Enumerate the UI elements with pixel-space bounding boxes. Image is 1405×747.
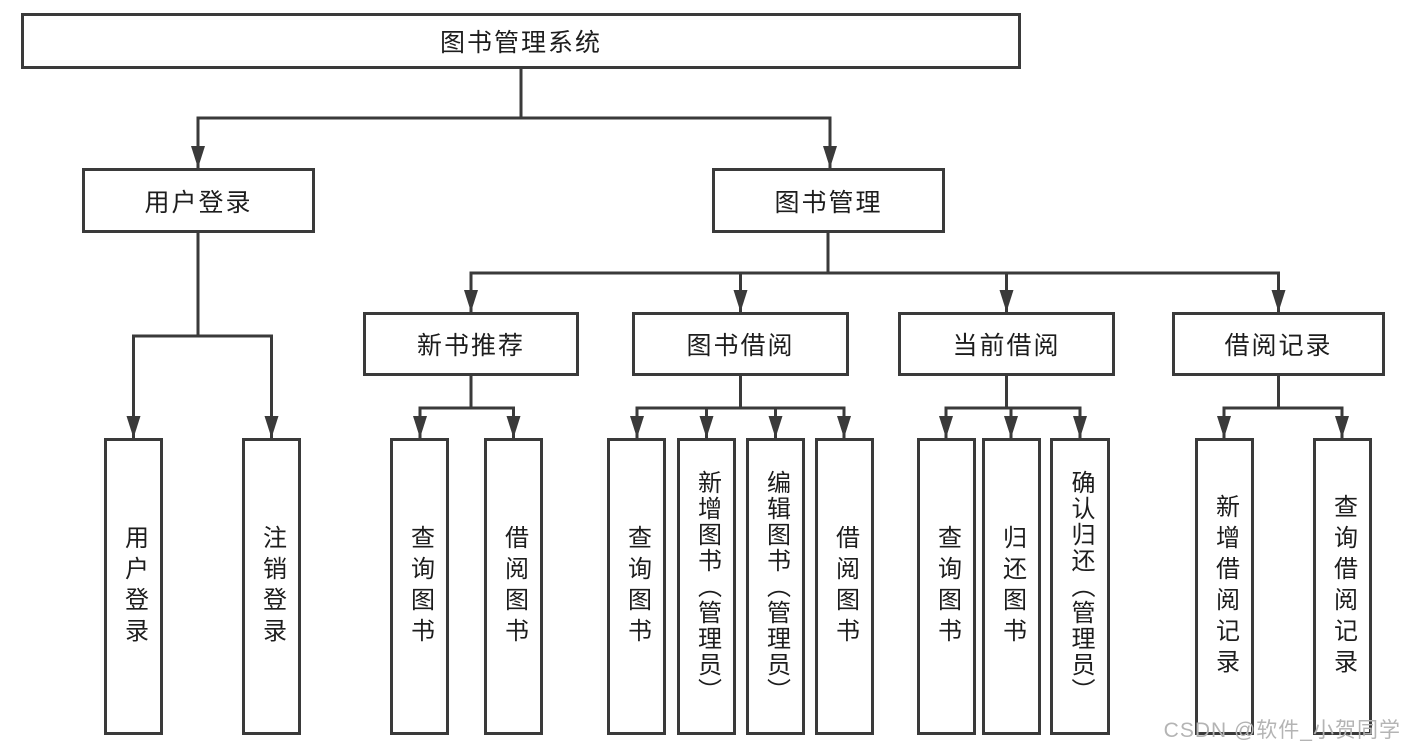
node-user-login: 用户登录: [82, 168, 315, 233]
leaf-label: 查询图书: [406, 524, 434, 649]
arrow-down-icon: [699, 416, 714, 438]
leaf-label: 查询借阅记录: [1329, 493, 1357, 680]
arrow-down-icon: [1217, 416, 1231, 438]
arrow-down-icon: [630, 416, 644, 438]
arrow-down-icon: [823, 146, 837, 168]
leaf-borrow-edit-book-admin: 编辑图书（管理员）: [746, 438, 805, 735]
leaf-borrow-query-book: 查询图书: [607, 438, 666, 735]
arrow-down-icon: [506, 416, 521, 438]
node-new-book-recommend: 新书推荐: [363, 312, 579, 376]
arrow-down-icon: [1271, 290, 1286, 312]
leaf-label: 新增图书（管理员）: [693, 469, 721, 704]
watermark: CSDN @软件_小贺同学: [1163, 719, 1401, 742]
leaf-records-add-record: 新增借阅记录: [1195, 438, 1254, 735]
leaf-current-query-book: 查询图书: [917, 438, 976, 735]
node-book-borrow: 图书借阅: [632, 312, 849, 376]
leaf-borrow-add-book-admin: 新增图书（管理员）: [677, 438, 736, 735]
node-book-management: 图书管理: [712, 168, 945, 233]
leaf-label: 查询图书: [623, 524, 651, 649]
arrow-down-icon: [1073, 416, 1087, 438]
connector-segments: [132, 69, 1344, 438]
leaf-label: 用户登录: [120, 524, 148, 649]
leaf-recommend-query-book: 查询图书: [390, 438, 449, 735]
leaf-label: 新增借阅记录: [1211, 493, 1239, 680]
arrow-down-icon: [1335, 416, 1349, 438]
leaf-records-query-record: 查询借阅记录: [1313, 438, 1372, 735]
leaf-label: 注销登录: [258, 524, 286, 649]
leaf-label: 确认归还（管理员）: [1067, 469, 1094, 704]
node-current-borrow: 当前借阅: [898, 312, 1115, 376]
node-root: 图书管理系统: [21, 13, 1021, 69]
arrow-down-icon: [733, 290, 748, 312]
leaf-current-return-book: 归还图书: [982, 438, 1041, 735]
leaf-user-login: 用户登录: [104, 438, 163, 735]
leaf-label: 查询图书: [933, 524, 961, 649]
arrow-down-icon: [126, 416, 141, 438]
leaf-current-confirm-return-admin: 确认归还（管理员）: [1050, 438, 1110, 735]
leaf-recommend-borrow-book: 借阅图书: [484, 438, 543, 735]
arrow-down-icon: [413, 416, 427, 438]
leaf-label: 借阅图书: [500, 524, 528, 649]
node-borrow-records: 借阅记录: [1172, 312, 1385, 376]
arrow-down-icon: [999, 290, 1014, 312]
arrow-down-icon: [1004, 416, 1018, 438]
arrow-down-icon: [464, 290, 478, 312]
arrow-down-icon: [191, 146, 205, 168]
arrow-down-icon: [768, 416, 783, 438]
arrow-down-icon: [837, 416, 851, 438]
leaf-logout: 注销登录: [242, 438, 301, 735]
arrow-down-icon: [264, 416, 279, 438]
leaf-label: 编辑图书（管理员）: [762, 469, 790, 704]
arrow-down-icon: [939, 416, 953, 438]
leaf-label: 借阅图书: [831, 524, 859, 649]
leaf-borrow-borrow-book: 借阅图书: [815, 438, 874, 735]
leaf-label: 归还图书: [998, 524, 1026, 649]
